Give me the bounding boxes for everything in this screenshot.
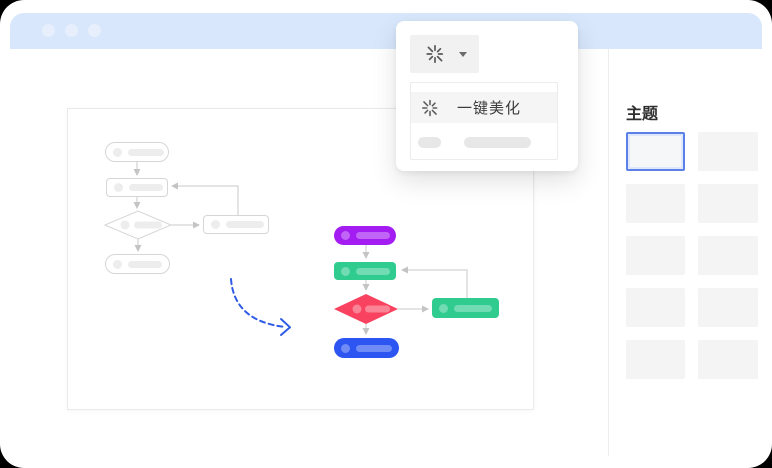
avatar-placeholder	[113, 147, 122, 157]
window-controls	[42, 24, 101, 37]
after-node-end-pill[interactable]	[334, 338, 399, 358]
window-control-dot[interactable]	[88, 24, 101, 37]
beautify-popover-card: 一键美化	[396, 21, 578, 171]
beautify-spark-icon	[422, 99, 438, 116]
text-placeholder	[464, 137, 531, 148]
before-node-end-pill[interactable]	[105, 254, 170, 274]
after-node-process-rect[interactable]	[334, 262, 396, 280]
after-connectors	[362, 245, 468, 335]
avatar-placeholder	[114, 183, 123, 192]
avatar-placeholder	[341, 343, 350, 353]
theme-thumbnail[interactable]	[626, 184, 685, 223]
theme-thumbnail[interactable]	[698, 288, 758, 327]
after-node-start-pill[interactable]	[334, 226, 396, 245]
theme-thumbnail[interactable]	[698, 236, 758, 275]
text-placeholder	[129, 184, 163, 191]
menu-item-label: 一键美化	[457, 100, 522, 117]
before-node-decision-diamond[interactable]	[103, 210, 173, 240]
text-placeholder	[128, 148, 164, 156]
after-node-decision-diamond[interactable]	[334, 294, 398, 324]
sidebar-title: 主题	[626, 106, 659, 123]
theme-thumbnail[interactable]	[698, 340, 758, 379]
text-placeholder	[356, 232, 390, 239]
window-control-dot[interactable]	[65, 24, 78, 37]
before-node-side-process-rect[interactable]	[203, 215, 269, 234]
text-placeholder	[356, 267, 390, 275]
theme-thumbnail[interactable]	[626, 340, 685, 379]
theme-thumbnail-selected[interactable]	[626, 132, 685, 171]
avatar-placeholder	[439, 303, 448, 313]
icon-placeholder	[418, 137, 441, 148]
connector-layer	[103, 162, 468, 336]
text-placeholder	[226, 221, 264, 228]
theme-thumbnail[interactable]	[698, 132, 758, 171]
chevron-down-icon	[458, 51, 467, 57]
sidebar-divider	[608, 49, 609, 456]
avatar-placeholder	[341, 266, 350, 276]
beautify-transform-arrow	[230, 278, 291, 336]
avatar-placeholder	[120, 220, 130, 230]
beautify-button[interactable]	[410, 35, 479, 73]
avatar-placeholder	[341, 231, 350, 240]
text-placeholder	[454, 304, 492, 312]
window-titlebar	[10, 13, 762, 49]
avatar-placeholder	[113, 259, 122, 269]
theme-grid	[626, 132, 758, 379]
before-node-process-rect[interactable]	[106, 178, 168, 197]
avatar-placeholder	[211, 220, 220, 229]
window-control-dot[interactable]	[42, 24, 55, 37]
theme-thumbnail[interactable]	[626, 288, 685, 327]
theme-thumbnail[interactable]	[626, 236, 685, 275]
text-placeholder	[128, 260, 162, 268]
text-placeholder	[134, 221, 162, 229]
beautify-spark-icon	[425, 44, 443, 64]
avatar-placeholder	[352, 304, 362, 314]
before-connectors	[133, 162, 239, 252]
text-placeholder	[356, 344, 392, 352]
menu-item-one-click-beautify[interactable]: 一键美化	[411, 92, 557, 123]
theme-thumbnail[interactable]	[698, 184, 758, 223]
menu-item-placeholder[interactable]	[411, 133, 557, 155]
text-placeholder	[365, 305, 390, 313]
after-node-side-process-rect[interactable]	[432, 298, 499, 318]
beautify-dropdown-menu: 一键美化	[410, 82, 558, 160]
before-node-start-pill[interactable]	[105, 142, 169, 162]
